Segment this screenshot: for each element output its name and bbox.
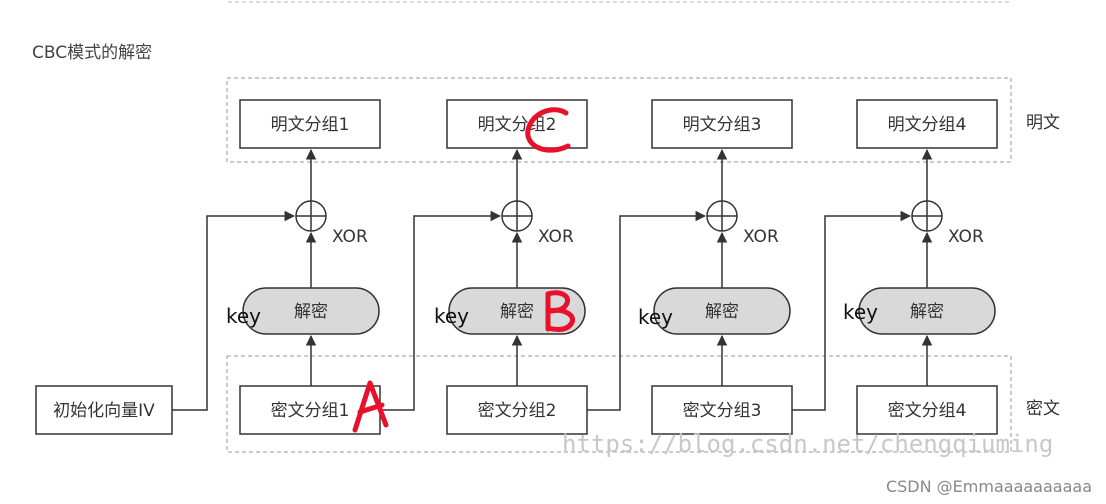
plaintext-block-4-label: 明文分组4 <box>888 115 967 135</box>
plaintext-block-1 <box>239 99 381 149</box>
decrypt-step-1-label: 解密 <box>294 302 328 322</box>
key-label-4: key <box>843 300 878 324</box>
ciphertext-side-label: 密文 <box>1026 399 1060 419</box>
iv-block <box>35 385 173 435</box>
xor-label-1: XOR <box>332 227 368 247</box>
xor-to-plaintext-arrows <box>305 148 933 201</box>
plaintext-block-4 <box>856 99 998 149</box>
xor-node-2 <box>501 200 533 232</box>
plaintext-block-3 <box>651 99 793 149</box>
handwritten-annotation-c <box>525 107 571 153</box>
xor-label-2: XOR <box>538 227 574 247</box>
cipher-to-decrypt-arrows <box>305 334 933 386</box>
ciphertext-block-2 <box>446 385 588 435</box>
csdn-credit: CSDN @Emmaaaaaaaaaa <box>886 477 1092 496</box>
xor-node-4 <box>911 200 943 232</box>
plaintext-block-3-label: 明文分组3 <box>683 115 762 135</box>
decrypt-step-2-label: 解密 <box>500 302 534 322</box>
plaintext-block-1-label: 明文分组1 <box>271 115 350 135</box>
decrypt-step-3-label: 解密 <box>705 302 739 322</box>
plaintext-block-2 <box>446 99 588 149</box>
handwritten-annotation-a <box>352 380 389 433</box>
diagram-title: CBC模式的解密 <box>32 43 152 63</box>
key-label-1: key <box>226 304 261 328</box>
plaintext-block-2-label: 明文分组2 <box>478 115 557 135</box>
key-label-3: key <box>638 305 673 329</box>
ciphertext-block-4-label: 密文分组4 <box>888 401 967 421</box>
ciphertext-group-frame <box>226 355 1012 453</box>
xor-label-4: XOR <box>948 227 984 247</box>
xor-label-3: XOR <box>743 227 779 247</box>
decrypt-to-xor-arrows <box>305 231 933 288</box>
key-label-2: key <box>434 304 469 328</box>
handwritten-annotation-b <box>545 290 575 332</box>
ciphertext-block-3-label: 密文分组3 <box>683 401 762 421</box>
ciphertext-block-1-label: 密文分组1 <box>271 401 350 421</box>
plaintext-group-frame <box>226 77 1012 163</box>
xor-node-1 <box>295 200 327 232</box>
decrypt-step-4-label: 解密 <box>910 302 944 322</box>
watermark-url: https://blog.csdn.net/chengqiuming <box>562 430 1053 458</box>
plaintext-side-label: 明文 <box>1026 113 1060 133</box>
ciphertext-block-2-label: 密文分组2 <box>478 401 557 421</box>
xor-node-3 <box>706 200 738 232</box>
chaining-feed-lines <box>172 210 912 411</box>
ciphertext-block-3 <box>651 385 793 435</box>
iv-block-label: 初始化向量IV <box>53 401 155 421</box>
